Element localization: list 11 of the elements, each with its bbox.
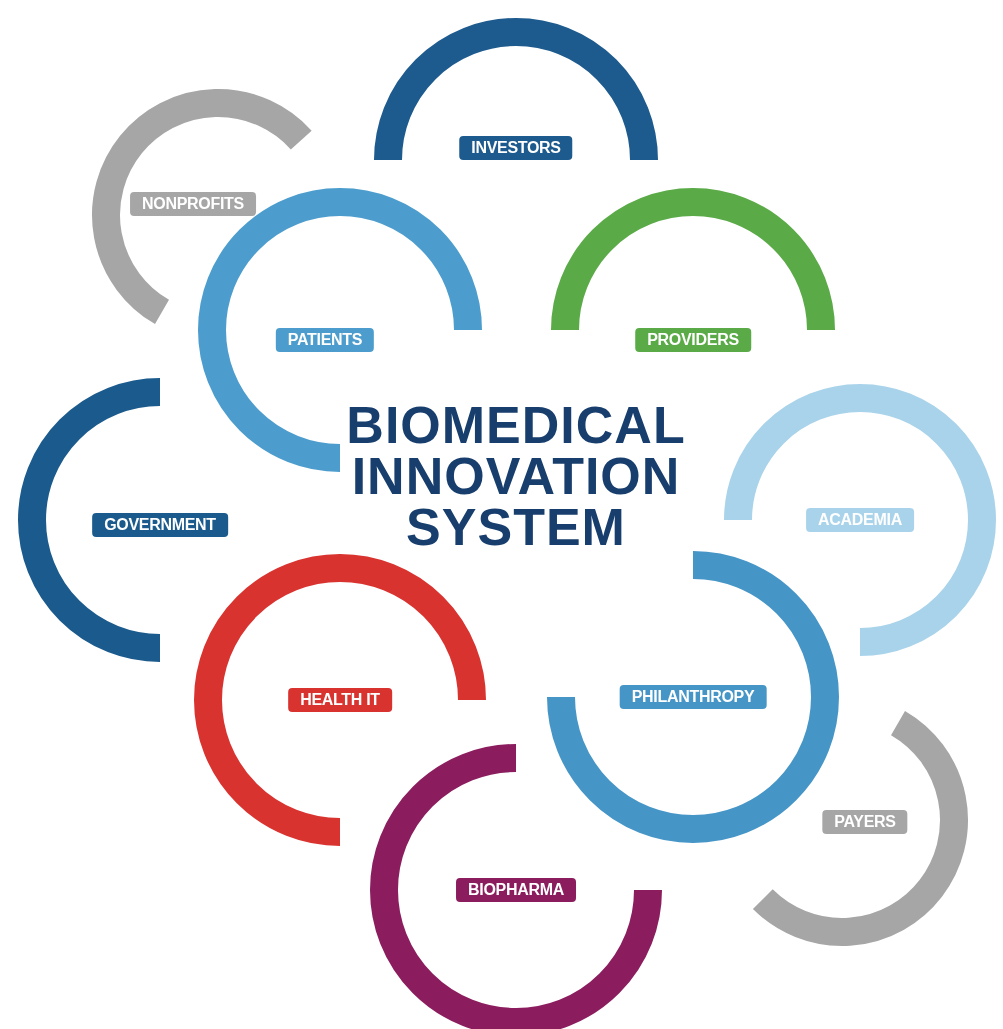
category-label: INVESTORS <box>459 136 573 160</box>
category-label: HEALTH IT <box>288 688 392 712</box>
category-label: PATIENTS <box>275 328 375 352</box>
diagram-title: BIOMEDICAL INNOVATION SYSTEM <box>345 400 687 553</box>
category-label: BIOPHARMA <box>456 878 576 902</box>
category-label: ACADEMIA <box>806 508 914 532</box>
category-label: PROVIDERS <box>635 328 751 352</box>
category-label: GOVERNMENT <box>92 513 228 537</box>
category-label: PHILANTHROPY <box>619 685 767 709</box>
category-label: PAYERS <box>822 810 908 834</box>
category-label: NONPROFITS <box>130 192 256 216</box>
